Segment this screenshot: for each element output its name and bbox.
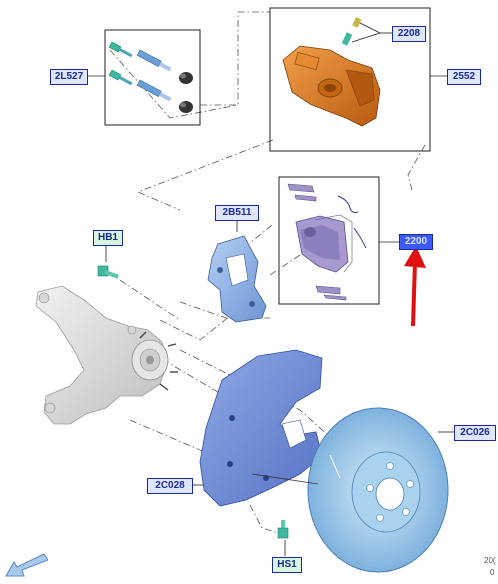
arrow-down-left-icon[interactable] — [4, 552, 49, 578]
callout-knuckle-bolt[interactable]: HB1 — [93, 230, 123, 246]
caliper-box — [269, 7, 431, 152]
corner-text-line1: 20( — [484, 556, 496, 565]
callout-caliper-bracket-bolt-kit[interactable]: 2L527 — [50, 69, 88, 85]
callout-brake-pad-kit[interactable]: 2200 — [399, 234, 433, 250]
pad-springs — [337, 195, 367, 249]
callout-caliper-bleed-valve[interactable]: 2208 — [392, 26, 426, 42]
pad-kit-box — [278, 176, 380, 305]
brake-pads — [295, 214, 353, 273]
callout-caliper-bracket[interactable]: 2B511 — [215, 205, 259, 221]
callout-shield-screw[interactable]: HS1 — [272, 557, 302, 573]
steering-knuckle — [35, 285, 178, 425]
pad-clips — [287, 183, 347, 301]
brake-caliper — [282, 45, 381, 127]
bleed-valve — [341, 17, 362, 46]
dust-shield — [199, 349, 323, 507]
knuckle-bolt — [97, 265, 119, 279]
corner-text-line2: 0 — [490, 568, 495, 577]
brake-rotor — [251, 407, 449, 573]
highlight-arrow — [404, 246, 426, 327]
bolt-kit-box — [104, 29, 201, 126]
callout-caliper-assembly[interactable]: 2552 — [447, 69, 481, 85]
callout-dust-shield[interactable]: 2C028 — [147, 478, 193, 494]
caliper-bracket — [207, 235, 267, 323]
callout-brake-rotor[interactable]: 2C026 — [454, 425, 496, 441]
leader-lines — [86, 21, 454, 556]
guide-pin-bolt-set — [108, 41, 193, 113]
shield-screw — [277, 520, 289, 539]
